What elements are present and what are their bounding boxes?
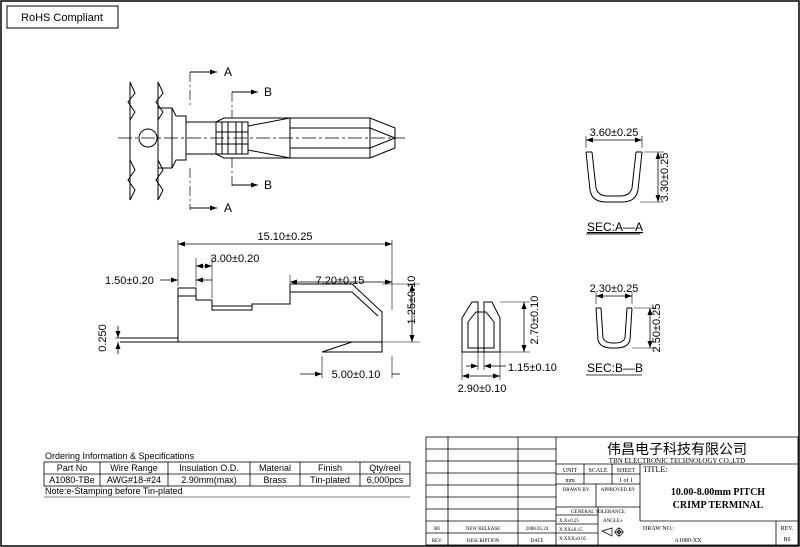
- drawing-no-value: A1080-XX: [675, 538, 703, 544]
- tolerance-2: X.XX±0.15: [559, 528, 583, 533]
- section-b-b: [595, 292, 656, 349]
- dim-sec-a-height: 3.30±0.25: [659, 153, 671, 202]
- section-b-dimensions: [596, 293, 653, 348]
- dim-overall-length: 15.10±0.25: [258, 231, 313, 243]
- history-rev: B0: [434, 527, 440, 532]
- general-tolerance-label: GENERAL TOLERANCE: [571, 510, 625, 515]
- company-name-cn: 伟昌电子科技有限公司: [607, 442, 747, 458]
- ordering-header-cell: Qty/reel: [369, 463, 401, 473]
- ordering-cell-wire-range: AWG#18-#24: [107, 475, 161, 485]
- scale-label: SCALE: [588, 468, 607, 474]
- section-a-label-top: A: [224, 65, 232, 79]
- ordering-cell-insulation: 2.90mm(max): [181, 475, 237, 485]
- rohs-box: RoHS Compliant: [6, 5, 119, 29]
- dim-front-slot: 1.15±0.10: [508, 362, 557, 374]
- history-col-rev: REV.: [432, 539, 443, 544]
- ordering-cell-finish: Tin-plated: [310, 475, 350, 485]
- drawing-title-line1: 10.00-8.00mm PITCH: [671, 487, 765, 498]
- section-b-label-bottom: B: [264, 178, 272, 192]
- drawing-no-label: DRAW NO.:: [643, 526, 674, 532]
- sheet-label: SHEET: [617, 468, 636, 474]
- tolerance-1: X.X±0.25: [559, 519, 579, 524]
- tolerance-3: X.XXX±0.05: [559, 537, 587, 542]
- dim-front-offset: 1.50±0.20: [105, 275, 154, 287]
- dim-material-thickness: 0.250: [97, 324, 109, 352]
- side-view-dimensions: [115, 241, 415, 377]
- drawing-title-line2: CRIMP TERMINAL: [673, 500, 764, 511]
- section-a-dimensions: [586, 137, 661, 202]
- history-description: NEW RELEASE: [466, 527, 501, 532]
- title-block: [425, 436, 799, 546]
- ordering-data-row: A1080-TBe AWG#18-#24 2.90mm(max) Brass T…: [49, 475, 404, 485]
- ordering-cell-qty: 6,000pcs: [367, 475, 404, 485]
- title-block-text: 伟昌电子科技有限公司 TBN ELECTRONIC TECHNOLOGY CO.…: [432, 442, 794, 544]
- top-view: [118, 69, 405, 211]
- section-a-title: SEC:A—A: [587, 220, 643, 234]
- ordering-cell-part-no: A1080-TBe: [49, 475, 95, 485]
- ordering-table: [43, 461, 411, 498]
- ordering-header-cell: Part No: [57, 463, 88, 473]
- dim-front-height: 2.70±0.10: [529, 296, 541, 345]
- ordering-title: Ordering Information & Specifications: [45, 451, 195, 461]
- dim-sec-b-height: 2.50±0.25: [651, 304, 663, 353]
- rev-label: REV.: [781, 526, 794, 532]
- dim-sec-b-width: 2.30±0.25: [590, 283, 639, 295]
- section-a-a: [585, 136, 664, 203]
- unit-value: mm: [565, 478, 575, 484]
- sheet-value: 1 of 1: [619, 477, 633, 484]
- dim-sec-a-width: 3.60±0.25: [590, 127, 639, 139]
- ordering-note: Note:e-Stamping before Tin-plated: [45, 486, 183, 496]
- dim-crimp-width: 3.00±0.20: [211, 253, 260, 265]
- drawn-by-label: DRAWN BY: [563, 488, 590, 493]
- ordering-header-cell: Finish: [318, 463, 342, 473]
- ordering-header-cell: Insulation O.D.: [179, 463, 239, 473]
- history-col-description: DESCRIPTION: [467, 539, 500, 544]
- front-view: [461, 301, 530, 380]
- ordering-header-row: Part No Wire Range Insulation O.D. Mater…: [57, 463, 401, 473]
- side-view: [115, 240, 420, 378]
- unit-label: UNIT: [563, 468, 578, 474]
- angle-label: ANGLE±: [603, 519, 623, 524]
- dim-tail-length: 5.00±0.10: [332, 369, 381, 381]
- projection-symbol-icon: [601, 527, 624, 537]
- ordering-header-cell: Wire Range: [110, 463, 158, 473]
- history-col-date: DATE: [531, 539, 544, 544]
- dim-front-width: 2.90±0.10: [458, 383, 507, 395]
- ordering-cell-material: Brass: [263, 475, 287, 485]
- rohs-label: RoHS Compliant: [21, 12, 103, 24]
- title-label: TITLE:: [643, 465, 667, 474]
- dim-total-height: 1.25±0.10: [406, 276, 418, 325]
- section-a-label-bottom: A: [224, 201, 232, 215]
- ordering-header-cell: Material: [259, 463, 291, 473]
- dim-contact-length: 7.20±0.15: [316, 275, 365, 287]
- company-name-en: TBN ELECTRONIC TECHNOLOGY CO.,LTD: [609, 457, 745, 465]
- approved-by-label: APPROVED BY: [601, 488, 636, 493]
- section-b-label-top: B: [264, 85, 272, 99]
- rev-value: B0: [783, 537, 790, 543]
- history-date: 2008.05.24: [526, 527, 549, 532]
- front-view-dimensions: [462, 302, 527, 379]
- section-b-title: SEC:B—B: [587, 361, 643, 375]
